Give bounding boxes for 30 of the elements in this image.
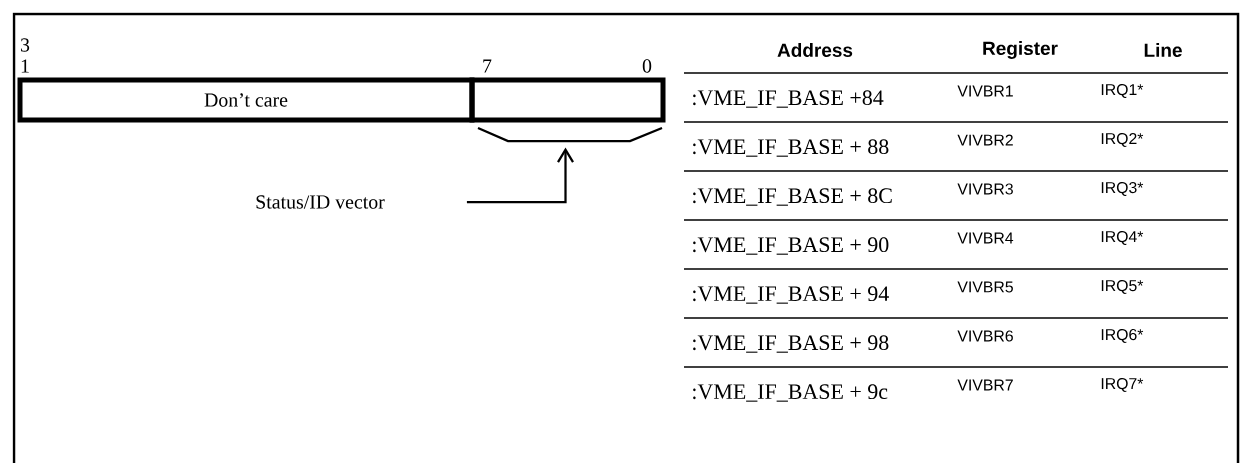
line-cell: IRQ5* xyxy=(1101,280,1144,294)
register-cell: VIVBR7 xyxy=(957,379,1013,391)
register-cell: VIVBR4 xyxy=(957,232,1014,244)
column-header: Line xyxy=(1144,43,1182,57)
bit-number: 7 xyxy=(483,59,492,73)
arrow xyxy=(466,147,574,204)
column-header: Address xyxy=(777,43,853,57)
address-cell: :VME_IF_BASE + 9c xyxy=(693,384,888,402)
address-cell: :VME_IF_BASE + 88 xyxy=(693,139,889,157)
column-header: Register xyxy=(983,41,1058,59)
bit-number: 3 xyxy=(21,38,30,52)
register-cell: VIVBR5 xyxy=(957,281,1013,293)
line-cell: IRQ4* xyxy=(1101,231,1144,245)
address-cell: :VME_IF_BASE + 94 xyxy=(693,286,889,304)
field-caption: Status/ID vector xyxy=(256,195,385,209)
address-cell: :VME_IF_BASE + 90 xyxy=(693,237,889,255)
line-cell: IRQ3* xyxy=(1101,182,1144,196)
register-field xyxy=(469,77,666,123)
address-cell: :VME_IF_BASE +84 xyxy=(693,90,884,108)
register-cell: VIVBR1 xyxy=(957,85,1013,97)
line-cell: IRQ2* xyxy=(1101,133,1144,147)
address-cell: :VME_IF_BASE + 8C xyxy=(693,188,892,206)
register-cell: VIVBR6 xyxy=(957,330,1013,342)
register-field: Don’t care xyxy=(17,77,475,123)
register-cell: VIVBR3 xyxy=(957,183,1013,195)
line-cell: IRQ7* xyxy=(1101,378,1144,392)
line-cell: IRQ1* xyxy=(1101,84,1144,98)
address-cell: :VME_IF_BASE + 98 xyxy=(693,335,889,353)
line-cell: IRQ6* xyxy=(1101,329,1144,343)
register-cell: VIVBR2 xyxy=(957,134,1013,146)
